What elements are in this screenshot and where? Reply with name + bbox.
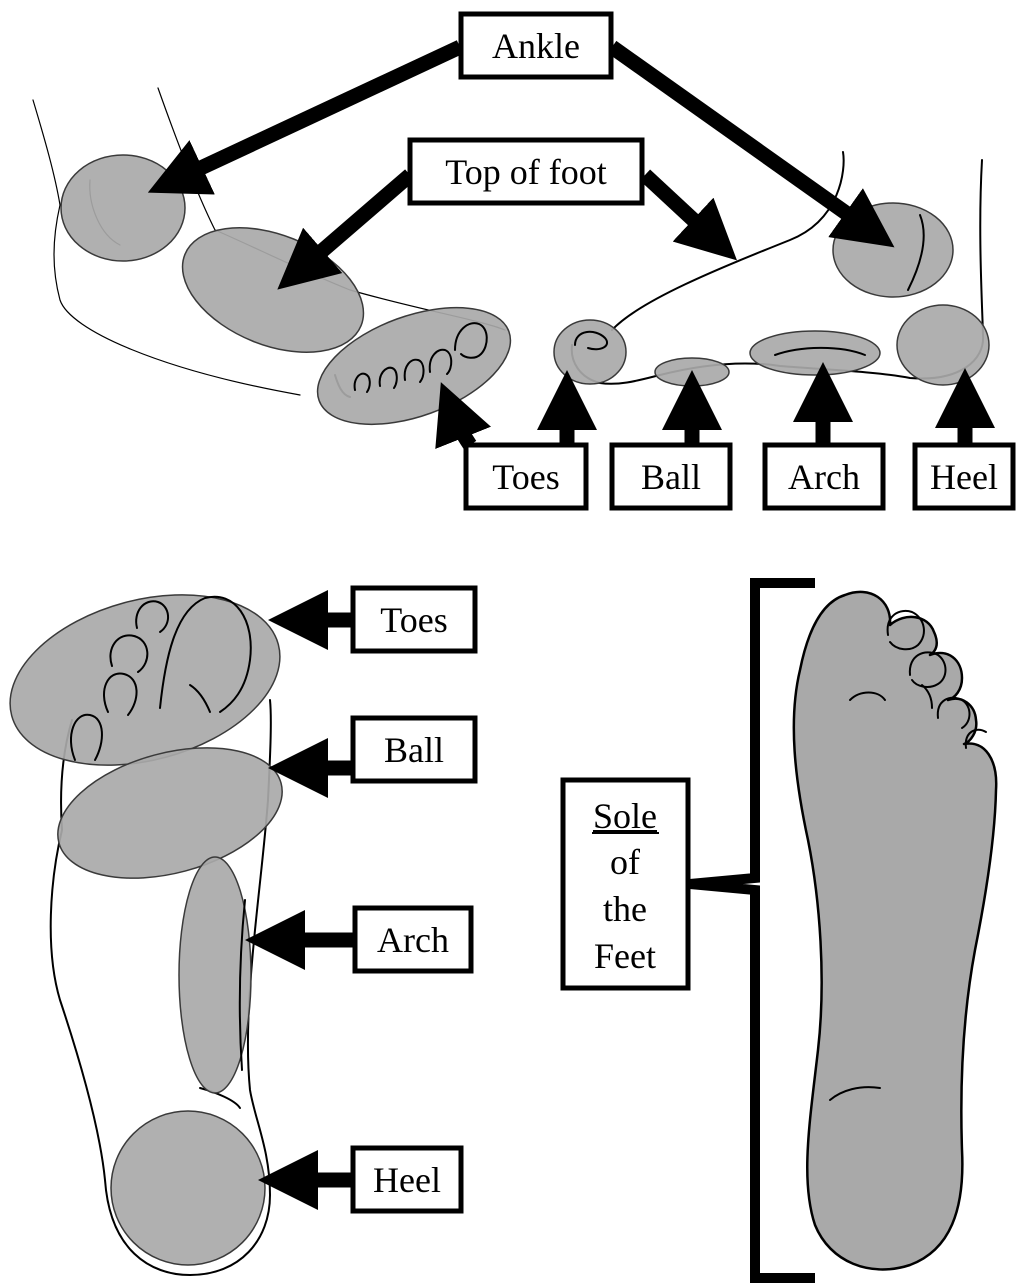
arrow-top-front xyxy=(300,175,410,270)
label-ball-side: Ball xyxy=(641,457,701,497)
label-ball-bottom: Ball xyxy=(384,730,444,770)
label-toes-bottom: Toes xyxy=(380,600,447,640)
label-ball-side-box: Ball xyxy=(612,445,730,508)
label-ball-bottom-box: Ball xyxy=(353,718,475,781)
label-arch-bottom-box: Arch xyxy=(355,908,471,971)
label-sole-line2: of xyxy=(610,842,640,882)
label-ankle-box: Ankle xyxy=(461,14,611,77)
ankle-zone-front xyxy=(61,155,185,261)
heel-zone-bottom xyxy=(111,1111,265,1265)
label-heel-side-box: Heel xyxy=(915,445,1013,508)
label-top-of-foot: Top of foot xyxy=(445,152,606,192)
label-heel-bottom-box: Heel xyxy=(353,1148,461,1211)
label-sole-line3: the xyxy=(603,889,647,929)
label-heel-side: Heel xyxy=(930,457,998,497)
label-arch-bottom: Arch xyxy=(377,920,449,960)
bottom-left-arrows xyxy=(275,620,355,1180)
label-sole-line4: Feet xyxy=(594,936,656,976)
arrow-ankle-side xyxy=(612,47,870,230)
label-ankle: Ankle xyxy=(492,26,580,66)
label-toes-bottom-box: Toes xyxy=(353,588,475,651)
label-toes-side: Toes xyxy=(492,457,559,497)
label-top-of-foot-box: Top of foot xyxy=(410,140,642,203)
label-sole-line1: Sole xyxy=(593,796,657,836)
ball-zone-side xyxy=(655,358,729,386)
arrow-top-side xyxy=(645,175,715,240)
label-heel-bottom: Heel xyxy=(373,1160,441,1200)
label-arch-side: Arch xyxy=(788,457,860,497)
toes-zone-side xyxy=(554,320,626,384)
label-sole-box: Sole of the Feet xyxy=(563,780,688,988)
full-sole-shape xyxy=(794,592,996,1270)
label-arch-side-box: Arch xyxy=(765,445,883,508)
heel-zone-side xyxy=(897,305,989,385)
label-toes-side-box: Toes xyxy=(466,445,586,508)
arrow-toes-front xyxy=(452,410,470,445)
